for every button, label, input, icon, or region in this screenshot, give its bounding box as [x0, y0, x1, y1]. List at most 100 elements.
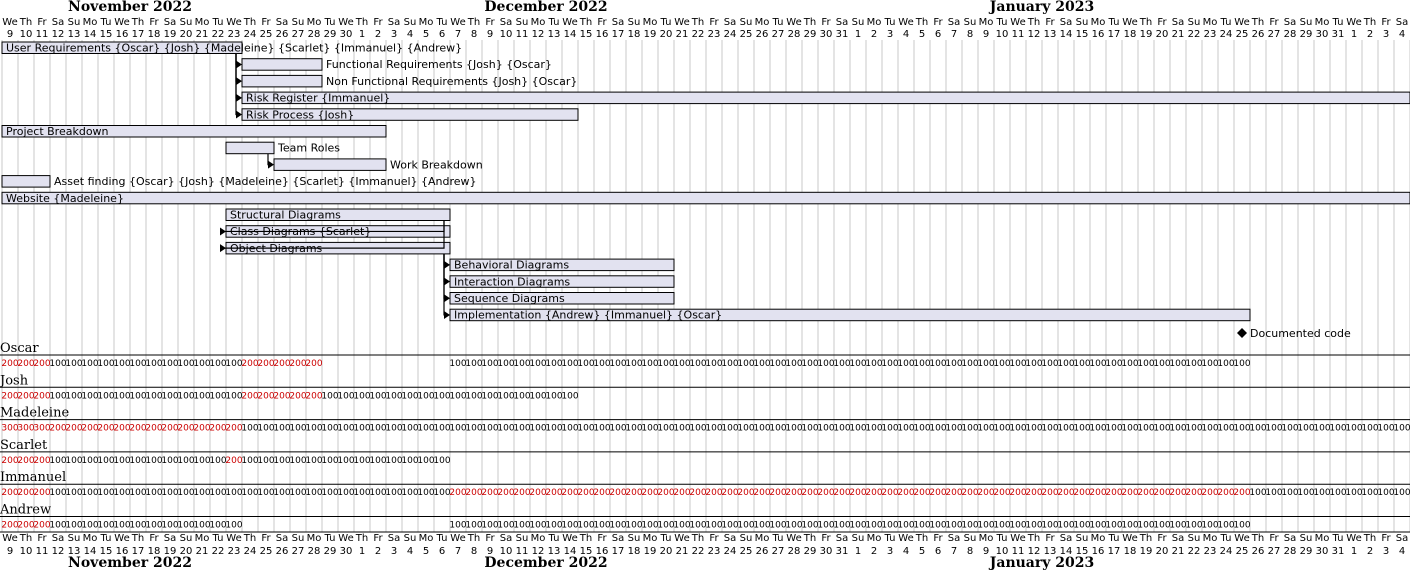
header-weekday-label: Tu [1220, 17, 1232, 28]
resource-load-value: 200 [785, 488, 802, 498]
resource-load-value: 100 [817, 359, 834, 369]
footer-weekday-label: Su [180, 533, 193, 544]
resource-load-value: 100 [177, 521, 194, 531]
footer-day-number: 16 [596, 546, 609, 557]
footer-weekday-label: Fr [1045, 533, 1055, 544]
resource-load-value: 200 [625, 488, 642, 498]
resource-load-value: 100 [193, 521, 210, 531]
dependency-arrowhead [236, 77, 242, 86]
resource-load-value: 100 [881, 424, 898, 434]
resource-load-value: 100 [977, 359, 994, 369]
footer-day-number: 15 [580, 546, 593, 557]
header-weekday-label: Su [292, 17, 305, 28]
header-day-number: 26 [1252, 29, 1265, 40]
footer-weekday-label: Tu [1108, 533, 1120, 544]
resource-load-value: 100 [1185, 359, 1202, 369]
footer-day-number: 12 [1028, 546, 1041, 557]
resource-load-value: 200 [817, 488, 834, 498]
footer-day-number: 11 [516, 546, 529, 557]
footer-weekday-label: We [898, 533, 913, 544]
footer-day-number: 17 [132, 546, 145, 557]
resource-load-value: 100 [209, 391, 226, 401]
header-day-number: 16 [596, 29, 609, 40]
footer-weekday-label: Sa [52, 533, 64, 544]
header-weekday-label: Fr [373, 17, 383, 28]
header-day-number: 30 [340, 29, 353, 40]
resource-load-value: 100 [1185, 424, 1202, 434]
resource-load-value: 100 [1137, 359, 1154, 369]
resource-load-value: 100 [721, 359, 738, 369]
footer-day-number: 28 [1284, 546, 1297, 557]
header-day-number: 24 [1220, 29, 1233, 40]
resource-load-value: 100 [353, 391, 370, 401]
header-weekday-label: Fr [485, 17, 495, 28]
footer-day-number: 21 [1172, 546, 1185, 557]
resource-load-value: 100 [209, 488, 226, 498]
resource-load-value: 100 [49, 456, 66, 466]
header-day-number: 10 [996, 29, 1009, 40]
header-weekday-label: Sa [948, 17, 960, 28]
resource-load-value: 100 [81, 521, 98, 531]
header-weekday-label: Th [691, 17, 704, 28]
footer-day-number: 23 [1204, 546, 1217, 557]
header-month-label: November 2022 [68, 0, 192, 15]
header-weekday-label: Su [68, 17, 81, 28]
header-weekday-label: Fr [261, 17, 271, 28]
header-weekday-label: Mo [307, 17, 322, 28]
resource-load-value: 100 [337, 488, 354, 498]
footer-weekday-label: Su [628, 533, 641, 544]
resource-load-value: 100 [161, 521, 178, 531]
resource-load-value: 100 [1089, 359, 1106, 369]
footer-weekday-label: Mo [1203, 533, 1218, 544]
resource-load-value: 200 [1201, 488, 1218, 498]
resource-load-value: 200 [609, 488, 626, 498]
header-weekday-label: Fr [149, 17, 159, 28]
task-bar [241, 74, 323, 88]
resource-load-value: 100 [369, 424, 386, 434]
resource-load-value: 100 [337, 456, 354, 466]
resource-load-value: 100 [801, 424, 818, 434]
resource-load-value: 100 [497, 391, 514, 401]
footer-weekday-label: Th [1363, 533, 1376, 544]
resource-load-value: 100 [929, 359, 946, 369]
header-weekday-label: Th [915, 17, 928, 28]
resource-load-value: 100 [1169, 521, 1186, 531]
resource-load-value: 100 [833, 521, 850, 531]
resource-load-value: 100 [1233, 359, 1250, 369]
resource-load-value: 100 [321, 391, 338, 401]
task-bar [225, 141, 275, 155]
resource-load-value: 100 [305, 424, 322, 434]
resource-load-value: 200 [1, 456, 18, 466]
resource-load-value: 100 [545, 424, 562, 434]
footer-day-number: 18 [1124, 546, 1137, 557]
header-weekday-label: Su [740, 17, 753, 28]
header-weekday-label: Tu [212, 17, 224, 28]
resource-load-value: 100 [1281, 488, 1298, 498]
resource-load-value: 200 [257, 359, 274, 369]
resource-load-value: 100 [897, 424, 914, 434]
header-day-number: 21 [676, 29, 689, 40]
resource-name: Josh [0, 373, 29, 388]
header-day-number: 14 [1060, 29, 1073, 40]
header-weekday-label: Fr [597, 17, 607, 28]
resource-load-value: 100 [257, 424, 274, 434]
resource-load-value: 100 [1057, 521, 1074, 531]
resource-load-value: 200 [593, 488, 610, 498]
resource-load-value: 100 [497, 521, 514, 531]
resource-load-value: 100 [833, 359, 850, 369]
footer-day-number: 27 [1268, 546, 1281, 557]
resource-load-value: 100 [609, 424, 626, 434]
footer-weekday-label: We [1346, 533, 1361, 544]
header-weekday-label: Th [355, 17, 368, 28]
resource-load-value: 100 [481, 359, 498, 369]
header-day-number: 13 [1044, 29, 1057, 40]
resource-load-value: 200 [721, 488, 738, 498]
footer-day-number: 12 [52, 546, 65, 557]
footer-day-number: 4 [407, 546, 413, 557]
resource-load-value: 200 [513, 488, 530, 498]
resource-load-value: 100 [1105, 521, 1122, 531]
resource-load-value: 100 [1089, 521, 1106, 531]
header-day-number: 10 [20, 29, 33, 40]
resource-load-value: 100 [129, 488, 146, 498]
resource-load-value: 100 [753, 424, 770, 434]
